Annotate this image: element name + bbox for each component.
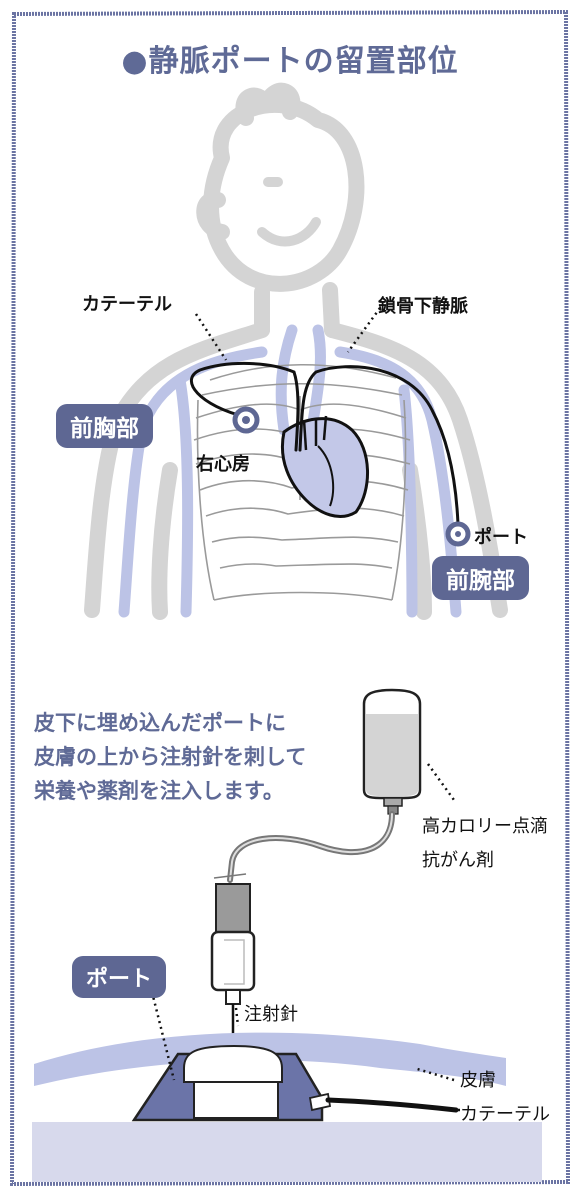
page-border <box>9 9 571 1187</box>
chest-port-icon <box>232 406 260 434</box>
bullet-dot-icon: ● <box>121 44 149 79</box>
label-port-lower: ポート <box>72 956 167 998</box>
base-tissue <box>32 1122 542 1182</box>
catheter-tube <box>325 1097 459 1113</box>
label-subclavian-vein: 鎖骨下静脈 <box>378 296 468 317</box>
face <box>257 177 321 247</box>
label-catheter-lower: カテーテル <box>460 1104 550 1125</box>
rib-cage <box>193 363 411 601</box>
description-line: 皮下に埋め込んだポートに <box>34 711 286 735</box>
description-line: 栄養や薬剤を注入します。 <box>34 779 284 803</box>
heart <box>281 415 369 518</box>
page-title: ●静脈ポートの留置部位 <box>0 36 580 80</box>
syringe-icon <box>210 873 256 1114</box>
port-device-icon <box>131 1044 332 1122</box>
leader-lines-lower <box>150 763 462 1112</box>
description: 皮下に埋め込んだポートに 皮膚の上から注射針を刺して 栄養や薬剤を注入します。 <box>34 706 306 808</box>
body-figure <box>84 82 508 620</box>
label-infusion-1: 高カロリー点滴 <box>422 816 548 837</box>
arm-port-icon <box>445 521 471 547</box>
label-chest: 前胸部 <box>56 404 153 448</box>
label-port-upper: ポート <box>474 527 528 548</box>
catheter-lines <box>189 362 460 526</box>
infusion-tube <box>227 811 395 883</box>
label-right-atrium: 右心房 <box>196 454 250 475</box>
title-text: 静脈ポートの留置部位 <box>148 44 459 79</box>
label-infusion-2: 抗がん剤 <box>422 850 494 871</box>
label-needle: 注射針 <box>244 1004 298 1025</box>
infusion-bottle-icon <box>362 688 422 815</box>
description-line: 皮膚の上から注射針を刺して <box>34 745 307 769</box>
label-catheter-upper: カテーテル <box>82 294 172 315</box>
label-skin: 皮膚 <box>460 1070 496 1091</box>
label-forearm: 前腕部 <box>432 556 529 600</box>
